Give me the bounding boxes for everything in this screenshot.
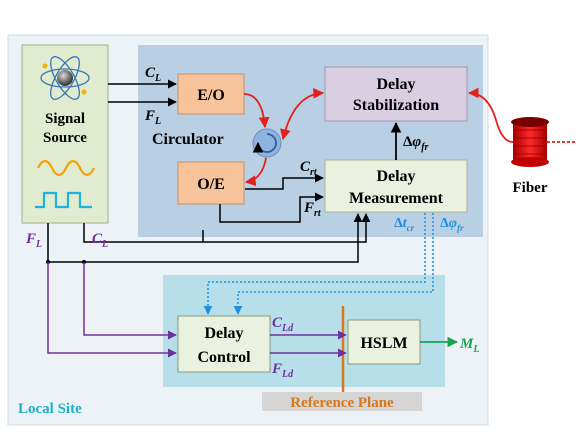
hslm-label: HSLM (360, 335, 407, 352)
cl-label-top: CL (145, 65, 161, 84)
fl-label-left: FL (25, 231, 42, 250)
crt-arrow (245, 173, 324, 190)
delta-tcr-label: Δtcr (394, 216, 415, 233)
fiber-spool-icon (511, 117, 549, 167)
eo-block (177, 73, 245, 115)
fiber-label: Fiber (513, 180, 548, 196)
delay-control-line2: Control (197, 349, 251, 366)
reference-plane-bg (262, 392, 422, 411)
oe-block (177, 161, 245, 205)
fl-ref-to-measurement (47, 213, 363, 263)
delay-measurement-line2: Measurement (349, 190, 444, 207)
fl-to-delay-control (47, 262, 177, 358)
fl-label-top: FL (144, 108, 161, 127)
circulator-label: Circulator (152, 131, 224, 148)
sine-wave-icon (37, 159, 95, 177)
eo-label: E/O (197, 87, 225, 104)
crt-label: Crt (300, 159, 318, 178)
circulator-icon (252, 128, 282, 158)
delta-phi-fr-feedback (233, 213, 434, 315)
local-site-label: Local Site (18, 401, 82, 417)
ml-label: ML (459, 336, 479, 355)
delay-stabilization-line2: Stabilization (353, 97, 439, 114)
delta-phi-fr-label-top: Δφfr (403, 134, 429, 153)
circulator-to-stabilization-link (280, 87, 325, 141)
delay-control-line1: Delay (204, 325, 243, 342)
delay-measurement-line1: Delay (376, 168, 415, 185)
delay-stabilization-block (324, 66, 468, 122)
reference-plane-label: Reference Plane (290, 395, 394, 411)
delay-measurement-block (324, 159, 468, 213)
frt-arrow (219, 192, 324, 223)
cl-ref-to-measurement (83, 213, 371, 243)
oe-label: O/E (197, 176, 225, 193)
frt-label: Frt (303, 200, 322, 219)
atom-icon (40, 56, 90, 100)
delta-phi-fr-label-bottom: Δφfr (440, 216, 464, 233)
cld-label: CLd (272, 315, 294, 334)
eo-to-circulator-arrow (243, 93, 270, 129)
delay-control-block (177, 315, 271, 373)
cl-label-left: CL (92, 231, 108, 250)
delta-tcr-feedback (203, 213, 426, 315)
signal-source-label-line1: Signal (45, 111, 85, 127)
cl-to-delay-control (83, 262, 177, 340)
hslm-block (347, 319, 421, 365)
stabilization-to-fiber-link (467, 87, 514, 143)
delay-stabilization-line1: Delay (376, 76, 415, 93)
signal-source-label-line2: Source (43, 130, 87, 146)
fld-label: FLd (271, 361, 294, 380)
square-wave-icon (35, 191, 92, 209)
circulator-to-oe-arrow (244, 157, 267, 187)
